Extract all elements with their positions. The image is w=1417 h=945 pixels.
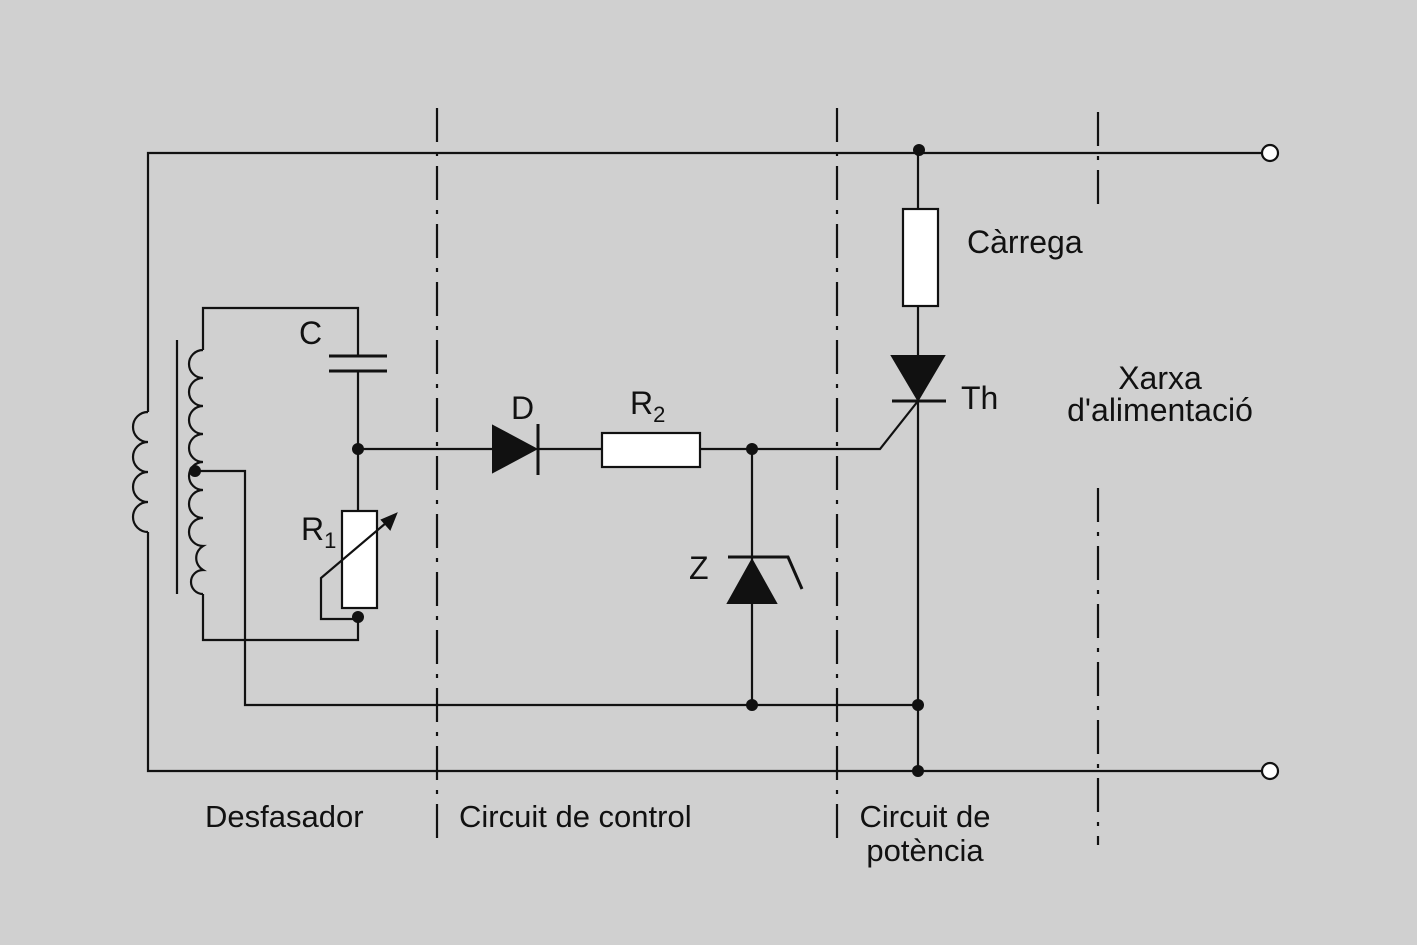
capacitor — [329, 354, 387, 373]
zener-triangle — [726, 557, 778, 604]
section-power-circuit-line2: potència — [866, 833, 984, 868]
junction-dot — [913, 144, 925, 156]
thyristor-triangle — [890, 355, 946, 402]
label-grid-line2: d'alimentació — [1067, 392, 1253, 428]
supply-terminals — [1260, 143, 1280, 781]
variable-resistor-r1 — [319, 509, 398, 621]
junction-dots — [189, 144, 925, 777]
junction-dot — [746, 443, 758, 455]
r1-wiper — [319, 516, 394, 621]
junction-dot — [912, 699, 924, 711]
label-thyristor: Th — [961, 380, 998, 416]
junction-dot — [746, 699, 758, 711]
label-diode: D — [511, 390, 534, 426]
section-phase-shifter: Desfasador — [205, 799, 364, 834]
terminal-bottom — [1260, 761, 1280, 781]
section-power-circuit-line1: Circuit de — [860, 799, 991, 834]
primary-winding — [131, 410, 149, 534]
r2-to-gate-wire — [700, 400, 919, 451]
component-labels: C D R2 R1 Z Th Càrrega Xarxa d'alimentac… — [299, 224, 1253, 586]
terminal-top — [1260, 143, 1280, 163]
zener-diode — [726, 555, 804, 604]
label-load: Càrrega — [967, 224, 1083, 260]
junction-dot — [189, 465, 201, 477]
top-rail — [146, 151, 1262, 412]
label-zener: Z — [689, 550, 709, 586]
junction-dot — [352, 443, 364, 455]
center-tap-return — [195, 469, 918, 707]
section-dividers — [435, 108, 1100, 845]
bottom-rail — [146, 532, 1262, 773]
label-grid-line1: Xarxa — [1118, 360, 1202, 396]
section-control-circuit: Circuit de control — [459, 799, 692, 834]
r1-body — [340, 509, 379, 610]
label-r2: R2 — [630, 385, 665, 427]
wires — [146, 151, 1262, 773]
secondary-bottom-wire — [201, 594, 360, 642]
resistor-r2 — [600, 431, 702, 469]
zener-bar — [728, 555, 804, 590]
load-resistor — [901, 207, 940, 308]
label-r1-main: R — [301, 511, 324, 547]
label-r1: R1 — [301, 511, 336, 553]
diode-triangle — [492, 424, 539, 474]
thyristor — [890, 355, 946, 403]
label-capacitor: C — [299, 315, 322, 351]
section-labels: Desfasador Circuit de control Circuit de… — [205, 799, 990, 868]
label-r2-main: R — [630, 385, 653, 421]
label-r1-sub: 1 — [324, 528, 336, 553]
label-r2-sub: 2 — [653, 402, 665, 427]
diode — [492, 424, 540, 475]
secondary-top-wire — [201, 306, 360, 356]
r1-arrow-head — [380, 512, 398, 531]
junction-dot — [912, 765, 924, 777]
junction-dot — [352, 611, 364, 623]
